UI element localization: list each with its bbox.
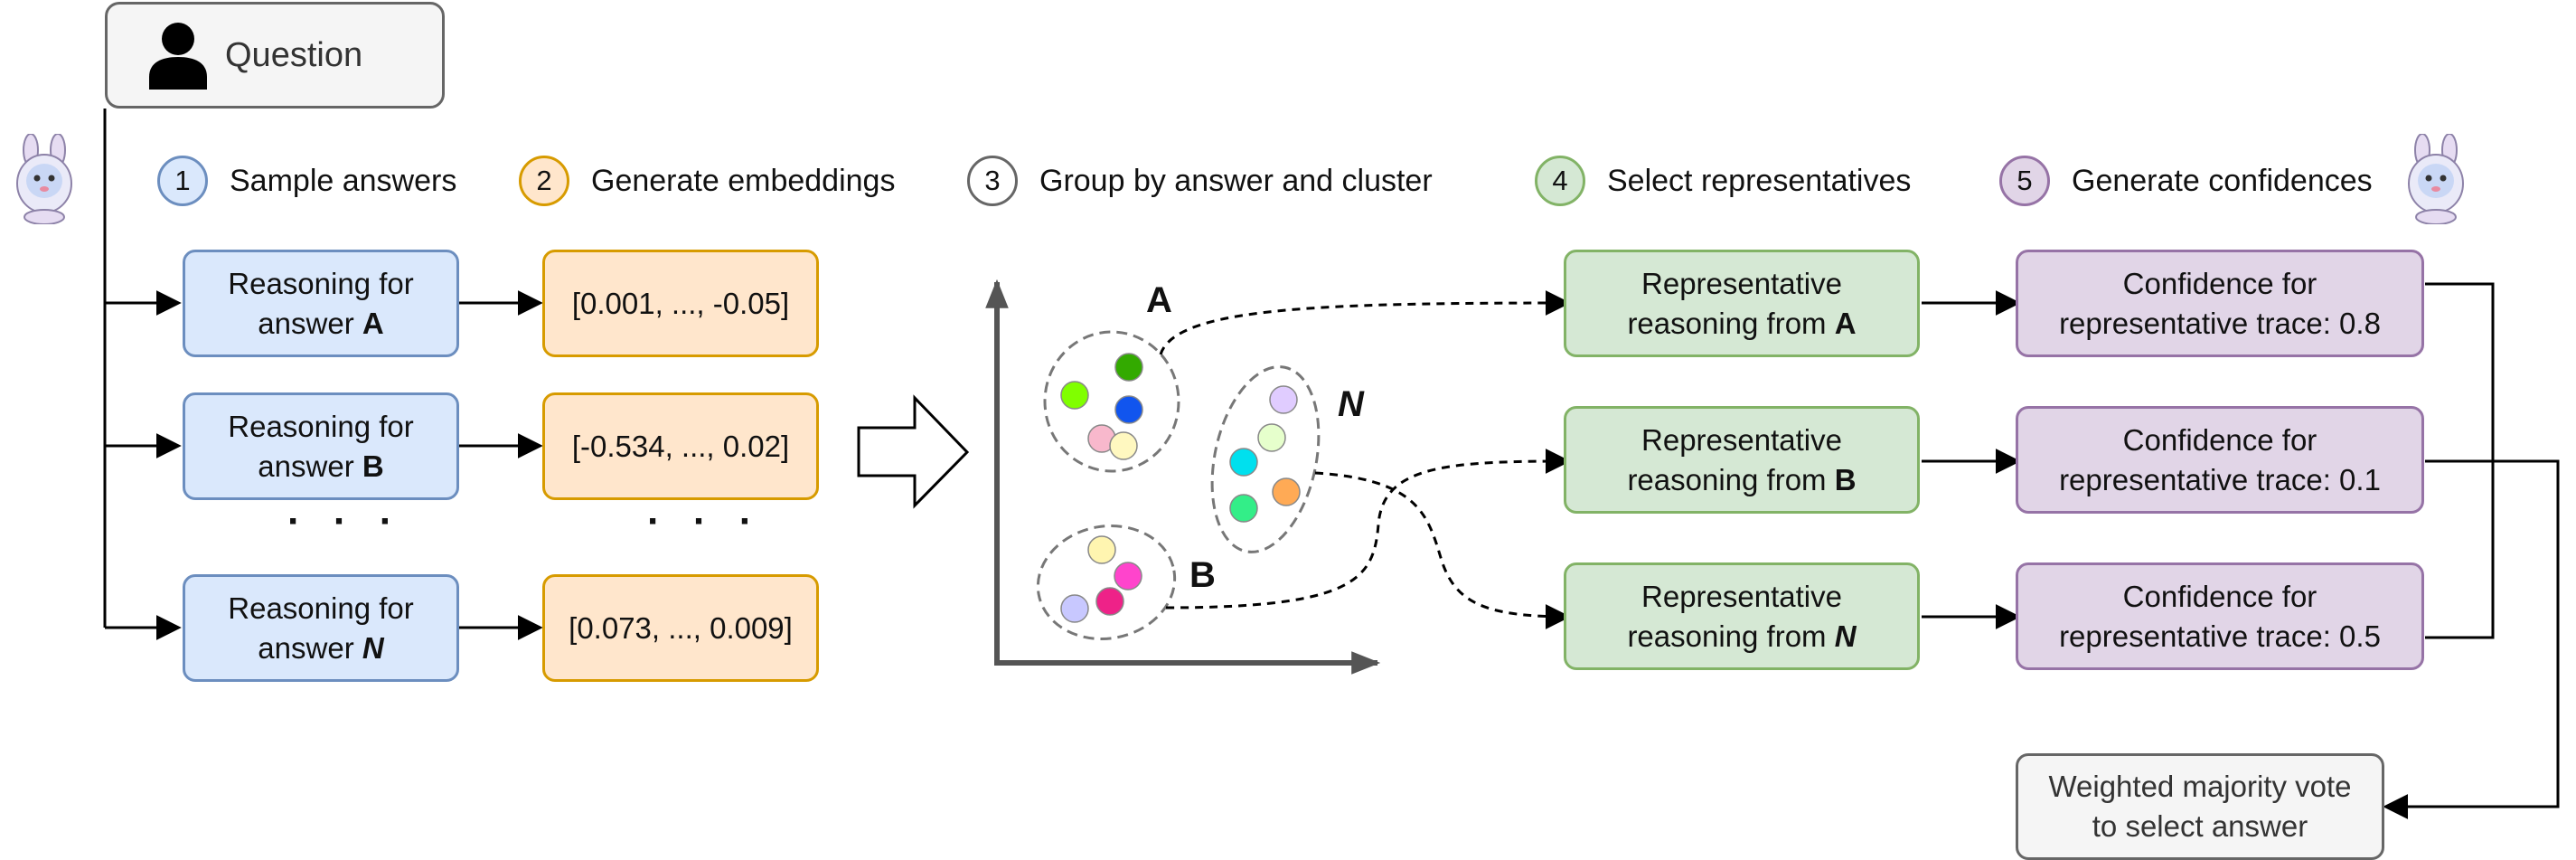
block-arrow-icon xyxy=(857,394,970,509)
confidence-line1: Confidence for xyxy=(2122,579,2317,613)
confidence-box-n: Confidence for representative trace: 0.5 xyxy=(2016,562,2424,670)
step-2-label: Generate embeddings xyxy=(591,163,896,198)
reasoning-letter: N xyxy=(362,630,384,665)
confidence-line2: representative trace: 0.8 xyxy=(2059,306,2381,340)
cluster-label-a: A xyxy=(1146,280,1172,320)
embedding-box-b: [-0.534, ..., 0.02] xyxy=(542,392,819,500)
vote-line1: Weighted majority vote xyxy=(2048,770,2352,803)
step-5-number: 5 xyxy=(1999,156,2050,206)
point xyxy=(1269,385,1298,414)
reasoning-letter: B xyxy=(362,449,384,483)
confidence-line1: Confidence for xyxy=(2122,422,2317,457)
question-label: Question xyxy=(225,35,363,74)
cluster-n xyxy=(1210,365,1321,553)
confidence-box-b: Confidence for representative trace: 0.1 xyxy=(2016,406,2424,514)
embedding-box-a: [0.001, ..., -0.05] xyxy=(542,250,819,357)
point xyxy=(1257,423,1286,452)
point xyxy=(1095,587,1124,616)
vote-line2: to select answer xyxy=(2092,809,2308,843)
user-icon xyxy=(149,23,207,90)
point xyxy=(1229,448,1258,477)
step-4-number: 4 xyxy=(1535,156,1585,206)
dashed-arrow-b xyxy=(1165,449,1571,610)
representative-box-b: Representative reasoning from B xyxy=(1564,406,1920,514)
cluster-a xyxy=(1043,330,1180,473)
confidence-line1: Confidence for xyxy=(2122,266,2317,300)
llama-icon xyxy=(2408,134,2464,224)
embedding-value: [0.073, ..., 0.009] xyxy=(569,610,793,645)
representative-box-n: Representative reasoning from N xyxy=(1564,562,1920,670)
step-3-label: Group by answer and cluster xyxy=(1039,163,1433,198)
axes-icon xyxy=(985,279,1381,675)
question-box: Question xyxy=(105,2,445,109)
embedding-ellipsis: · · · xyxy=(647,499,764,543)
reasoning-prefix: answer xyxy=(258,306,362,340)
reasoning-box-a: Reasoning for answer A xyxy=(183,250,459,357)
point xyxy=(1087,535,1116,564)
confidence-line2: representative trace: 0.5 xyxy=(2059,619,2381,653)
point xyxy=(1114,562,1142,591)
representative-line1: Representative xyxy=(1641,266,1842,300)
dashed-arrow-n xyxy=(1314,471,1571,629)
representative-prefix: reasoning from xyxy=(1627,306,1835,340)
embedding-value: [0.001, ..., -0.05] xyxy=(571,286,790,320)
embedding-value: [-0.534, ..., 0.02] xyxy=(571,429,790,463)
representative-prefix: reasoning from xyxy=(1627,462,1835,496)
step-1-header: 1 Sample answers xyxy=(157,156,456,206)
step-5-header: 5 Generate confidences xyxy=(1999,156,2373,206)
llama-icon xyxy=(16,134,72,224)
point xyxy=(1060,594,1089,623)
point xyxy=(1060,381,1089,410)
representative-letter: N xyxy=(1834,619,1857,653)
reasoning-prefix: answer xyxy=(258,630,362,665)
step-4-header: 4 Select representatives xyxy=(1535,156,1911,206)
representative-box-a: Representative reasoning from A xyxy=(1564,250,1920,357)
representative-letter: B xyxy=(1834,462,1857,496)
reasoning-prefix: answer xyxy=(258,449,362,483)
confidence-line2: representative trace: 0.1 xyxy=(2059,462,2381,496)
weighted-vote-box: Weighted majority vote to select answer xyxy=(2016,753,2384,860)
representative-line1: Representative xyxy=(1641,422,1842,457)
embedding-box-n: [0.073, ..., 0.009] xyxy=(542,574,819,682)
vote-arrow xyxy=(2383,459,2560,819)
reasoning-box-b: Reasoning for answer B xyxy=(183,392,459,500)
step-2-header: 2 Generate embeddings xyxy=(519,156,895,206)
reasoning-letter: A xyxy=(362,306,384,340)
point xyxy=(1114,353,1143,382)
point xyxy=(1272,477,1301,506)
point xyxy=(1114,395,1143,424)
representative-letter: A xyxy=(1834,306,1857,340)
step-5-label: Generate confidences xyxy=(2072,163,2373,198)
cluster-b xyxy=(1036,525,1177,640)
representative-prefix: reasoning from xyxy=(1627,619,1835,653)
step-1-label: Sample answers xyxy=(230,163,457,198)
cluster-label-n: N xyxy=(1338,384,1364,424)
reasoning-ellipsis: · · · xyxy=(287,499,404,543)
confidence-box-a: Confidence for representative trace: 0.8 xyxy=(2016,250,2424,357)
step-3-number: 3 xyxy=(967,156,1018,206)
representative-line1: Representative xyxy=(1641,579,1842,613)
cluster-label-b: B xyxy=(1189,555,1216,595)
step-3-header: 3 Group by answer and cluster xyxy=(967,156,1433,206)
point xyxy=(1109,431,1138,460)
reasoning-line1: Reasoning for xyxy=(228,409,414,443)
point xyxy=(1229,494,1258,523)
reasoning-line1: Reasoning for xyxy=(228,266,414,300)
step-2-number: 2 xyxy=(519,156,569,206)
reasoning-line1: Reasoning for xyxy=(228,591,414,625)
dashed-arrow-a xyxy=(1159,290,1571,355)
reasoning-box-n: Reasoning for answer N xyxy=(183,574,459,682)
step-1-number: 1 xyxy=(157,156,208,206)
step-4-label: Select representatives xyxy=(1607,163,1912,198)
